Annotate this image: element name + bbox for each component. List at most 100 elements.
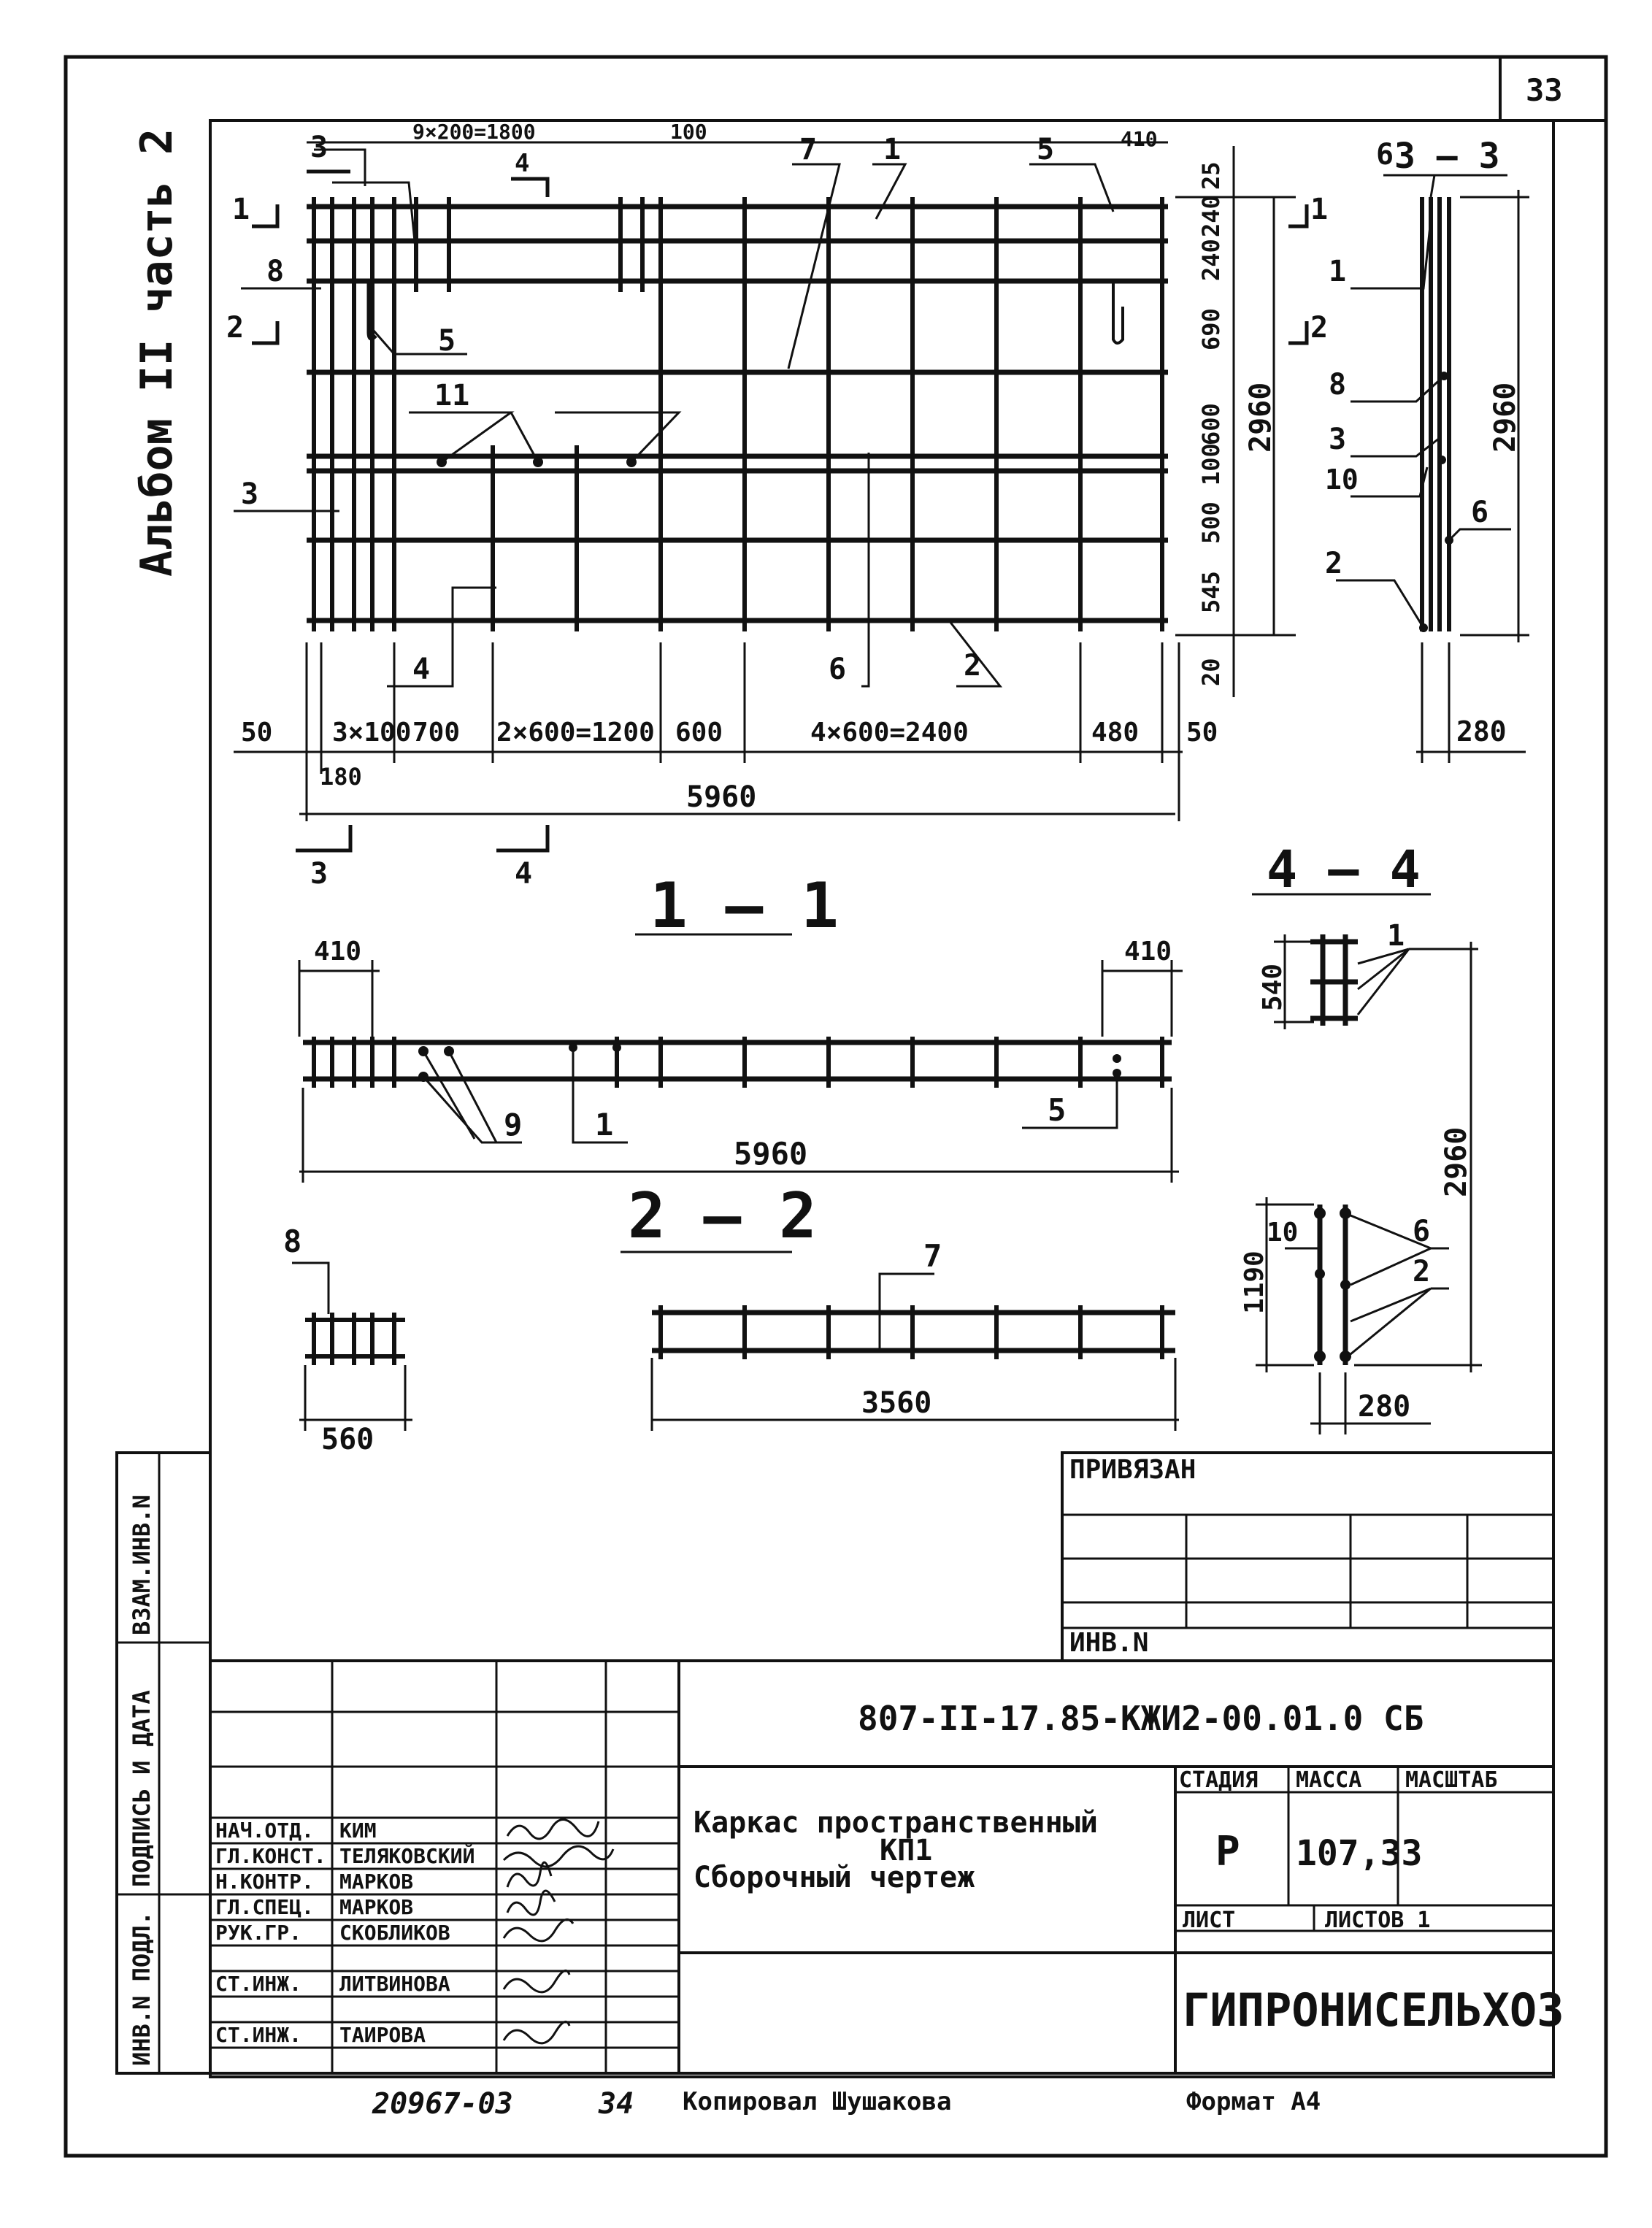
section-1-1-title: 1 – 1 xyxy=(650,869,839,942)
section-mark-2-right: 2 xyxy=(1310,311,1328,345)
drawing-label: 6 xyxy=(1471,496,1488,529)
section-1-1: 1 – 1 xyxy=(298,869,1183,1183)
drawing-label: 5 xyxy=(1048,1092,1066,1128)
page-number-box xyxy=(1499,55,1607,122)
drawing-label: ГЛ.КОНСТ. xyxy=(215,1844,326,1868)
plan-vertical-bars xyxy=(312,197,1164,631)
drawing-label: 540 xyxy=(1258,964,1288,1011)
drawing-label: 10 xyxy=(1267,1218,1298,1248)
dim-50-right: 50 xyxy=(1186,718,1218,748)
callout-2: 2 xyxy=(964,649,981,683)
drawing-label: ТЕЛЯКОВСКИЙ xyxy=(339,1843,475,1868)
album-label: Альбом II часть 2 xyxy=(131,128,183,577)
drawing-field-frame xyxy=(209,119,1555,2078)
doc-code: 807-II-17.85-КЖИ2-00.01.0 СБ xyxy=(858,1699,1424,1738)
dim-2960-plan: 2960 xyxy=(1244,383,1278,453)
drawing-label: 1 xyxy=(1329,255,1346,288)
drawing-label: 10 xyxy=(1325,464,1359,496)
callout-4: 4 xyxy=(412,653,430,686)
privyazan-label: ПРИВЯЗАН xyxy=(1069,1455,1196,1485)
drawing-label: 6 xyxy=(1413,1215,1430,1248)
signatures xyxy=(502,1818,615,2045)
dim-50-left: 50 xyxy=(241,718,272,748)
section-4-4-title: 4 – 4 xyxy=(1267,840,1421,899)
drawing-label: 560 xyxy=(321,1423,374,1456)
drawing-label: 9 xyxy=(504,1107,522,1142)
drawing-label: ЛИСТ xyxy=(1183,1908,1235,1933)
drawing-label: 6 xyxy=(1376,138,1394,172)
hook-right xyxy=(1112,281,1124,345)
footer: 20967-03 34 Копировал Шушакова Формат А4 xyxy=(372,2087,1321,2121)
callout-5-left: 5 xyxy=(438,324,456,358)
dim-3x100: 3×100 xyxy=(332,718,411,748)
side-stamp: ИНВ.N ПОДЛ. ПОДПИСЬ И ДАТА ВЗАМ.ИНВ.N xyxy=(115,1451,212,2075)
drawing-label: МАРКОВ xyxy=(339,1870,413,1894)
section-3-3: 3 – 3 6 1 8 3 10 xyxy=(1325,136,1529,763)
sheet-frame xyxy=(64,55,1608,2158)
drawing-label: 5960 xyxy=(734,1136,807,1172)
callout-11: 11 xyxy=(434,379,469,412)
section-mark-3-bottom: 3 xyxy=(310,857,328,891)
drawing-label: 2 xyxy=(1325,547,1342,580)
dim-700: 700 xyxy=(412,718,460,748)
drawing-label: ИНВ.N ПОДЛ. xyxy=(128,1911,155,2066)
drawing-label: 25 xyxy=(1197,161,1225,190)
drawing-label: Н.КОНТР. xyxy=(215,1870,314,1894)
drawing-label: 240 xyxy=(1197,239,1225,281)
section-mark-4-top: 4 xyxy=(515,149,529,178)
drawing-label: 34 xyxy=(598,2087,634,2121)
drawing-label: 1 xyxy=(595,1107,613,1142)
drawing-label: ГЛ.СПЕЦ. xyxy=(215,1895,314,1919)
drawing-label: 3560 xyxy=(861,1386,931,1420)
dim-9x200: 9×200=1800 xyxy=(412,120,536,144)
plan-dimension-lines xyxy=(234,141,1296,821)
dim-600: 600 xyxy=(675,718,723,748)
callout-7: 7 xyxy=(799,133,817,166)
drawing-label: 20967-03 xyxy=(372,2087,513,2121)
section-mark-1-right: 1 xyxy=(1310,193,1328,226)
callout-5-top: 5 xyxy=(1037,133,1054,166)
drawing-label: 280 xyxy=(1456,715,1507,748)
drawing-label: 3 xyxy=(1329,423,1346,456)
drawing-label: НАЧ.ОТД. xyxy=(215,1818,314,1843)
drawing-label: 410 xyxy=(314,937,361,967)
section-3-3-title: 3 – 3 xyxy=(1394,136,1500,177)
dim-180: 180 xyxy=(320,763,362,791)
drawing-label: МАСШТАБ xyxy=(1405,1767,1497,1793)
drawing-label: 690 xyxy=(1197,308,1225,350)
drawing-label: КИМ xyxy=(339,1818,377,1843)
drawing-label: СКОБЛИКОВ xyxy=(339,1921,450,1945)
drawing-label: 545 xyxy=(1197,571,1225,613)
section-mark-1-left: 1 xyxy=(232,193,250,226)
drawing-label: МАРКОВ xyxy=(339,1895,413,1919)
dim-2x600: 2×600=1200 xyxy=(496,718,655,748)
callout-1: 1 xyxy=(883,133,901,166)
drawing-label: 8 xyxy=(283,1224,301,1259)
drawing-label: ЛИСТОВ 1 xyxy=(1325,1908,1431,1933)
section-mark-4-bottom: 4 xyxy=(515,857,532,891)
callout-3-top: 3 xyxy=(310,131,328,164)
drawing-name-1: Каркас пространственный xyxy=(694,1806,1098,1840)
drawing-label: 1 xyxy=(1387,919,1405,953)
section-4-4: 4 – 4 540 1 xyxy=(1240,840,1482,1434)
drawing-label: 2 xyxy=(1413,1255,1430,1288)
callout-3-mid: 3 xyxy=(241,477,258,511)
callout-6: 6 xyxy=(829,653,846,686)
section-2-2-title: 2 – 2 xyxy=(628,1180,817,1253)
drawing-label: 280 xyxy=(1358,1390,1410,1424)
callout-8: 8 xyxy=(266,255,284,288)
drawing-label: 7 xyxy=(923,1238,942,1274)
mass-value: 107,33 xyxy=(1296,1833,1422,1874)
drawing-label: СТАДИЯ xyxy=(1179,1767,1258,1793)
drawing-label: 500 xyxy=(1197,502,1225,544)
dim-410-top: 410 xyxy=(1121,127,1158,151)
org-name: ГИПРОНИСЕЛЬХОЗ xyxy=(1183,1983,1564,2037)
drawing-label: МАССА xyxy=(1296,1767,1361,1793)
drawing-label: 20 xyxy=(1197,658,1225,686)
drawing-label: 2960 xyxy=(1440,1127,1473,1197)
drawing-label: 1190 xyxy=(1240,1251,1269,1314)
drawing-name-2: КП1 xyxy=(880,1834,932,1867)
section-mark-2-left: 2 xyxy=(226,311,244,345)
drawing-label: Копировал Шушакова xyxy=(683,2087,951,2116)
